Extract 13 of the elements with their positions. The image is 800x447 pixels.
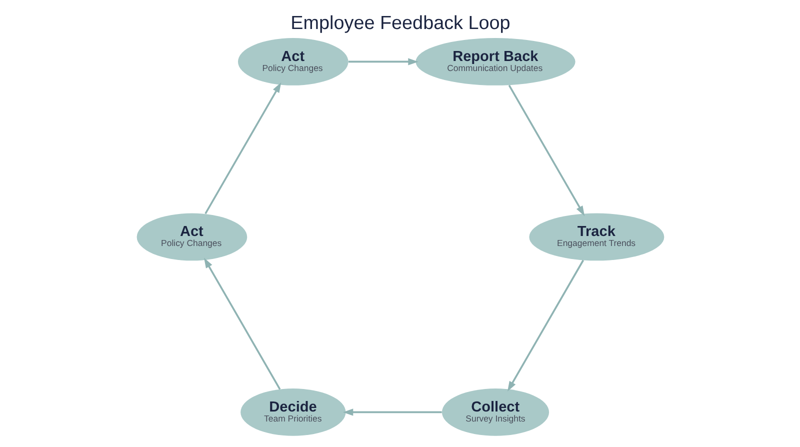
- arrow: [348, 58, 418, 66]
- arrow: [342, 408, 442, 416]
- node-ellipse: Track Engagement Trends: [528, 213, 664, 261]
- node-ellipse: Decide Team Priorities: [240, 388, 346, 436]
- arrow: [506, 260, 584, 392]
- arrow: [204, 82, 281, 214]
- node-ellipse: Report Back Communication Updates: [415, 38, 575, 86]
- arrow: [203, 258, 280, 390]
- arrow: [508, 84, 584, 216]
- node-ellipse: Act Policy Changes: [237, 38, 348, 86]
- node-ellipse: Act Policy Changes: [136, 213, 247, 261]
- diagram-title: Employee Feedback Loop: [290, 13, 510, 34]
- node-ellipse: Collect Survey Insights: [441, 388, 549, 436]
